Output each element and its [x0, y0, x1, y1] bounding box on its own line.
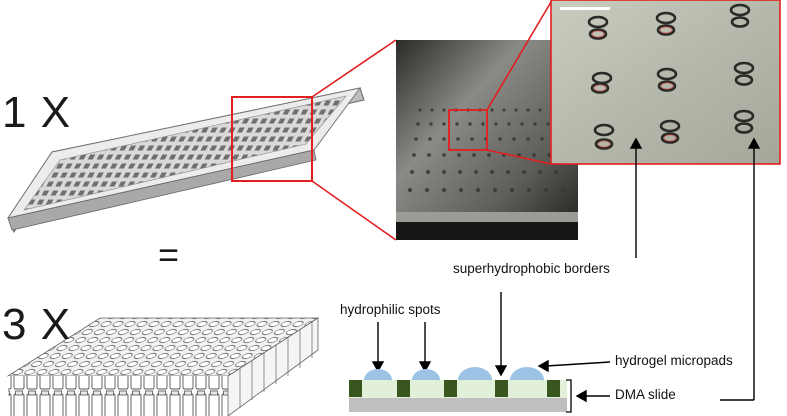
annotation-arrows — [371, 137, 761, 403]
label-hydrogel-micropads: hydrogel micropads — [615, 353, 733, 368]
multiplier-bottom: 3 X — [2, 300, 72, 349]
chip-photo — [396, 40, 578, 240]
label-dma-slide: DMA slide — [615, 387, 676, 402]
vial-array-illustration — [6, 317, 320, 416]
label-superhydrophobic-borders: superhydrophobic borders — [453, 261, 610, 276]
label-hydrophilic-spots: hydrophilic spots — [340, 302, 441, 317]
multiplier-top: 1 X — [2, 88, 72, 137]
equals-sign: = — [158, 234, 181, 275]
microarray-slide-illustration — [6, 87, 365, 234]
cross-section-diagram — [349, 367, 572, 413]
zoom-box-slide — [231, 96, 313, 182]
microscope-photo — [550, 0, 781, 165]
scale-bar — [560, 7, 610, 10]
